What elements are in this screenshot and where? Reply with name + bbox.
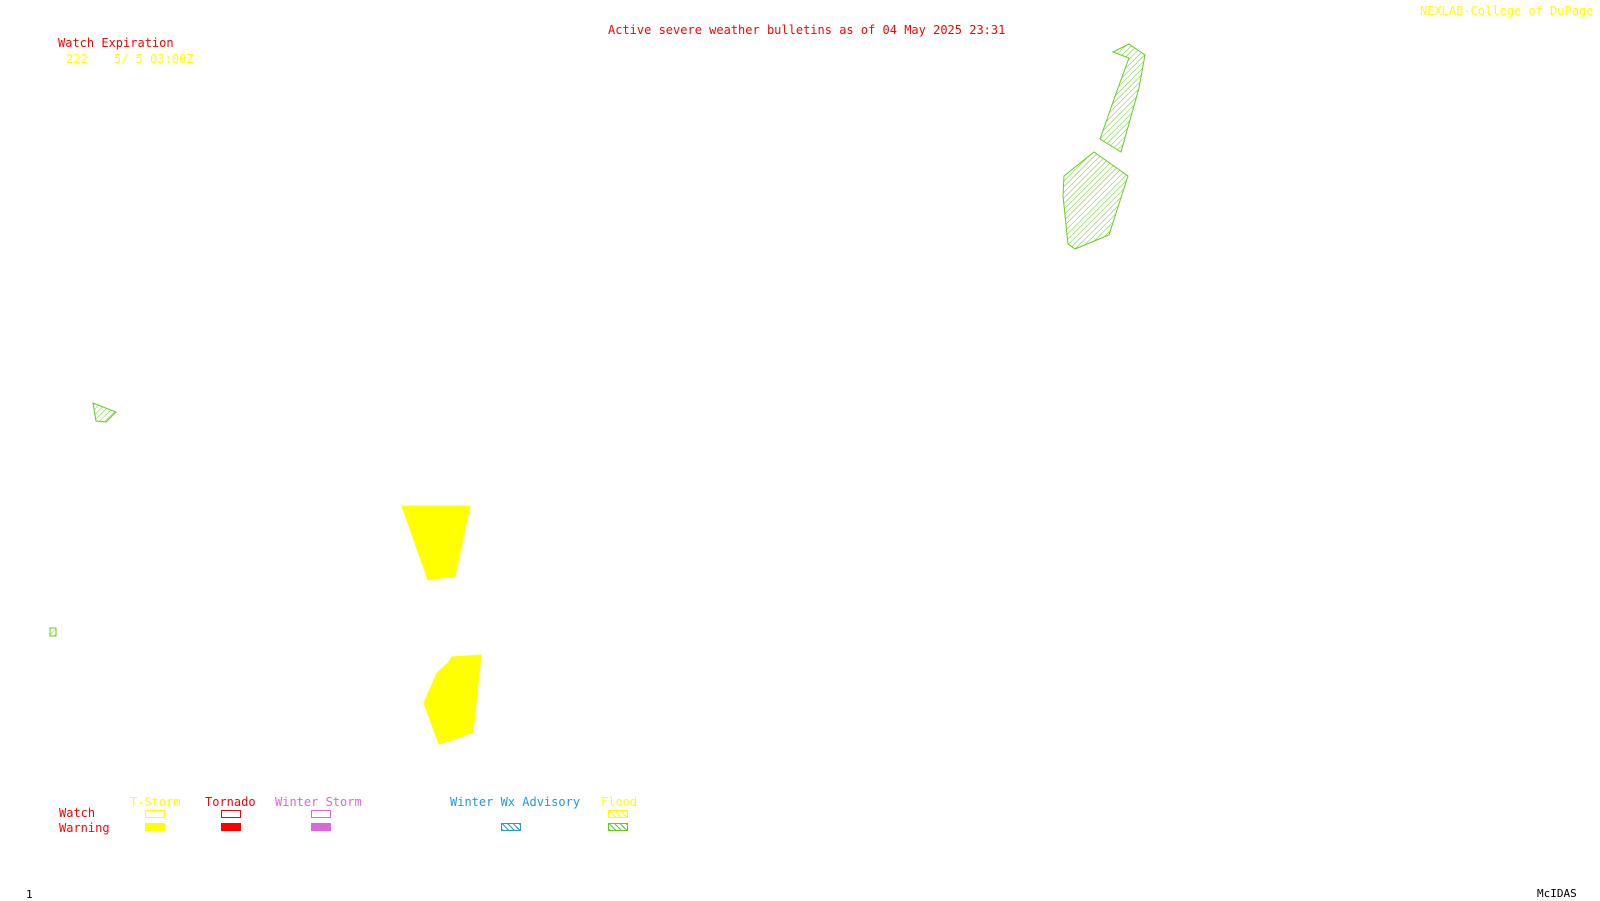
watch-number: 222	[66, 52, 88, 66]
legend-category-tstorm: T-Storm	[130, 795, 181, 809]
watch-expires: 5/ 5 03:00Z	[114, 52, 194, 66]
legend-row-watch: Watch	[59, 806, 96, 820]
tstorm-watch-swatch	[145, 810, 165, 818]
legend-category-tornado: Tornado	[205, 795, 256, 809]
tornado-warning-swatch	[221, 823, 241, 831]
watch-expiration-heading: Watch Expiration	[58, 36, 174, 50]
flood-warning-polygon	[1062, 151, 1129, 250]
flood-warning-polygon	[92, 402, 117, 423]
legend-category-winter-wx-advisory: Winter Wx Advisory	[450, 795, 581, 809]
bulletin-title: Active severe weather bulletins as of 04…	[608, 23, 1006, 37]
flood-warning-polygon	[49, 627, 57, 637]
software-label: McIDAS	[1537, 887, 1577, 900]
legend-category-winter-storm: Winter Storm	[275, 795, 362, 809]
tstorm-warning-polygon	[401, 505, 471, 581]
tstorm-warning-swatch	[145, 823, 165, 831]
flood-watch-swatch	[608, 810, 628, 818]
legend-row-warning: Warning	[59, 821, 110, 835]
winter-storm-watch-swatch	[311, 810, 331, 818]
tornado-watch-swatch	[221, 810, 241, 818]
winter-storm-warning-swatch	[311, 823, 331, 831]
flood-warning-polygon	[1099, 43, 1146, 153]
winter-wx-advisory-swatch	[501, 823, 521, 831]
frame-number: 1	[26, 888, 33, 901]
credit-label: NEXLAB-College of DuPage R	[1420, 4, 1600, 18]
legend-category-flood: Flood	[601, 795, 638, 809]
flood-warning-swatch	[608, 823, 628, 831]
tstorm-warning-polygon	[423, 654, 482, 745]
